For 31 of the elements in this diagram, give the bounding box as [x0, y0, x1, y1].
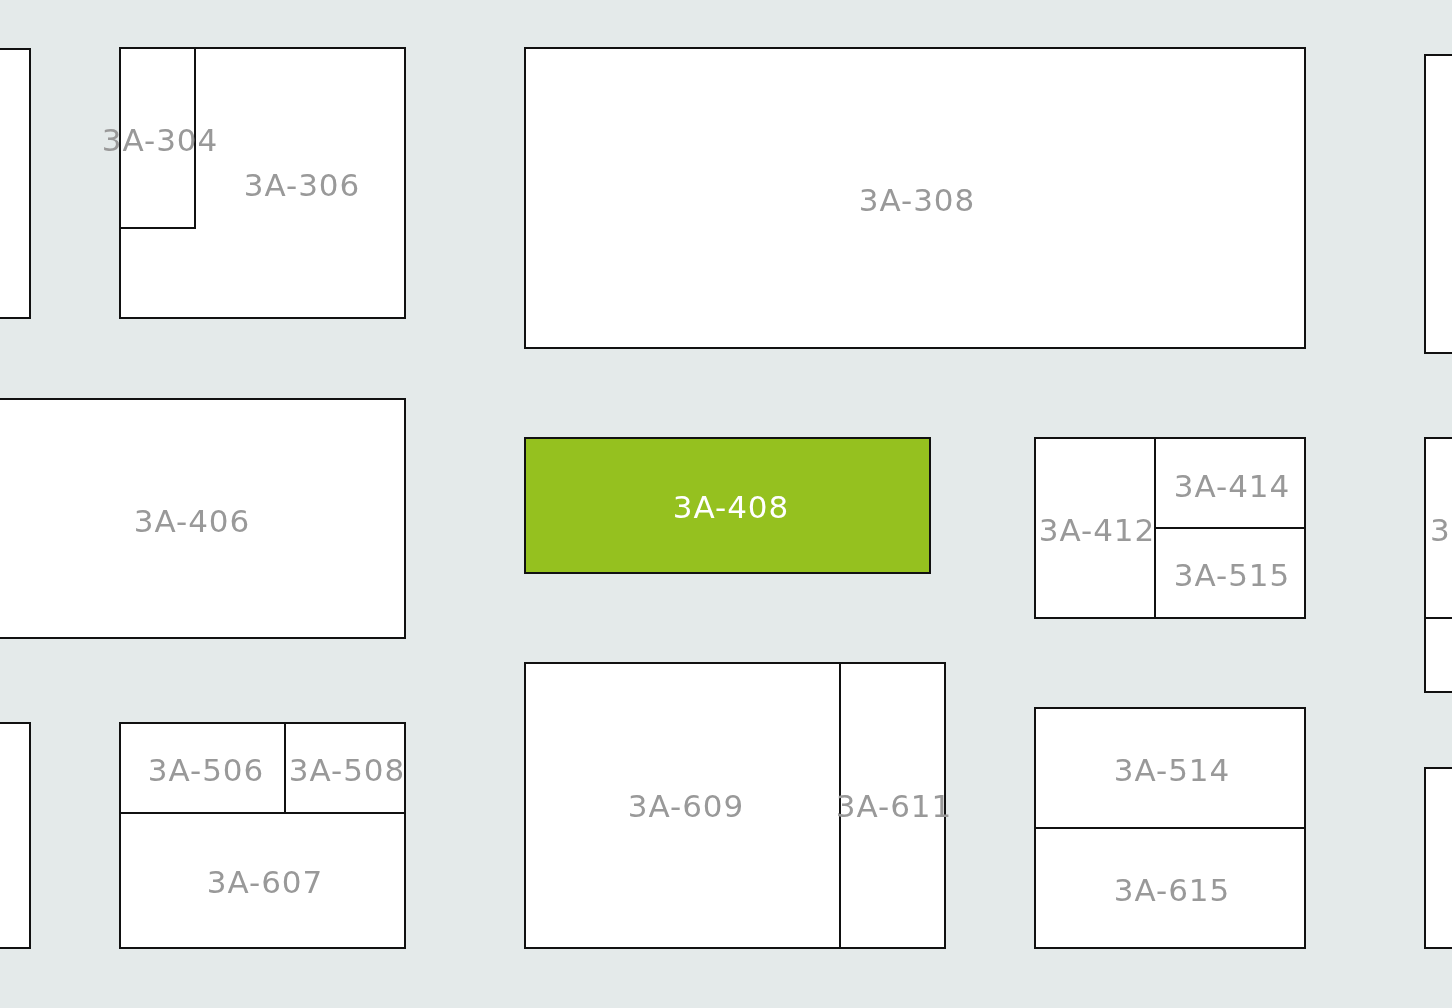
- booth-number: 3A-406: [133, 505, 251, 537]
- booth: [1154, 437, 1306, 529]
- booth-number: 3A-514: [1113, 754, 1231, 786]
- booth-number: 3A-508: [288, 754, 406, 786]
- booth-number: 3A-308: [858, 184, 976, 216]
- booth: [1034, 827, 1306, 949]
- booth: [0, 722, 31, 949]
- booth: [1424, 767, 1452, 949]
- booth: [1424, 617, 1452, 693]
- booth: [524, 47, 1306, 349]
- booth-number: 3A-607: [206, 866, 324, 898]
- booth: [1034, 707, 1306, 829]
- booth: [0, 398, 406, 639]
- booth-number: 3A-412: [1038, 514, 1156, 546]
- booth-number: 3A-506: [147, 754, 265, 786]
- booth: [284, 722, 406, 814]
- booth: [1034, 437, 1156, 619]
- booth-number: 3A-609: [627, 790, 745, 822]
- booth-number: 3A-408: [672, 491, 790, 523]
- booth: [1154, 527, 1306, 619]
- booth-number: 3A-515: [1173, 559, 1291, 591]
- booth: [1424, 437, 1452, 619]
- booth-number: 3A-414: [1173, 470, 1291, 502]
- booth: [119, 812, 406, 949]
- booth: [0, 48, 31, 319]
- booth-number: 3A-306: [243, 169, 361, 201]
- booth-number: 3A-615: [1113, 874, 1231, 906]
- booth: [119, 722, 286, 814]
- booth: [524, 437, 931, 574]
- booth-number: 3.: [1430, 514, 1452, 546]
- booth: [1424, 54, 1452, 354]
